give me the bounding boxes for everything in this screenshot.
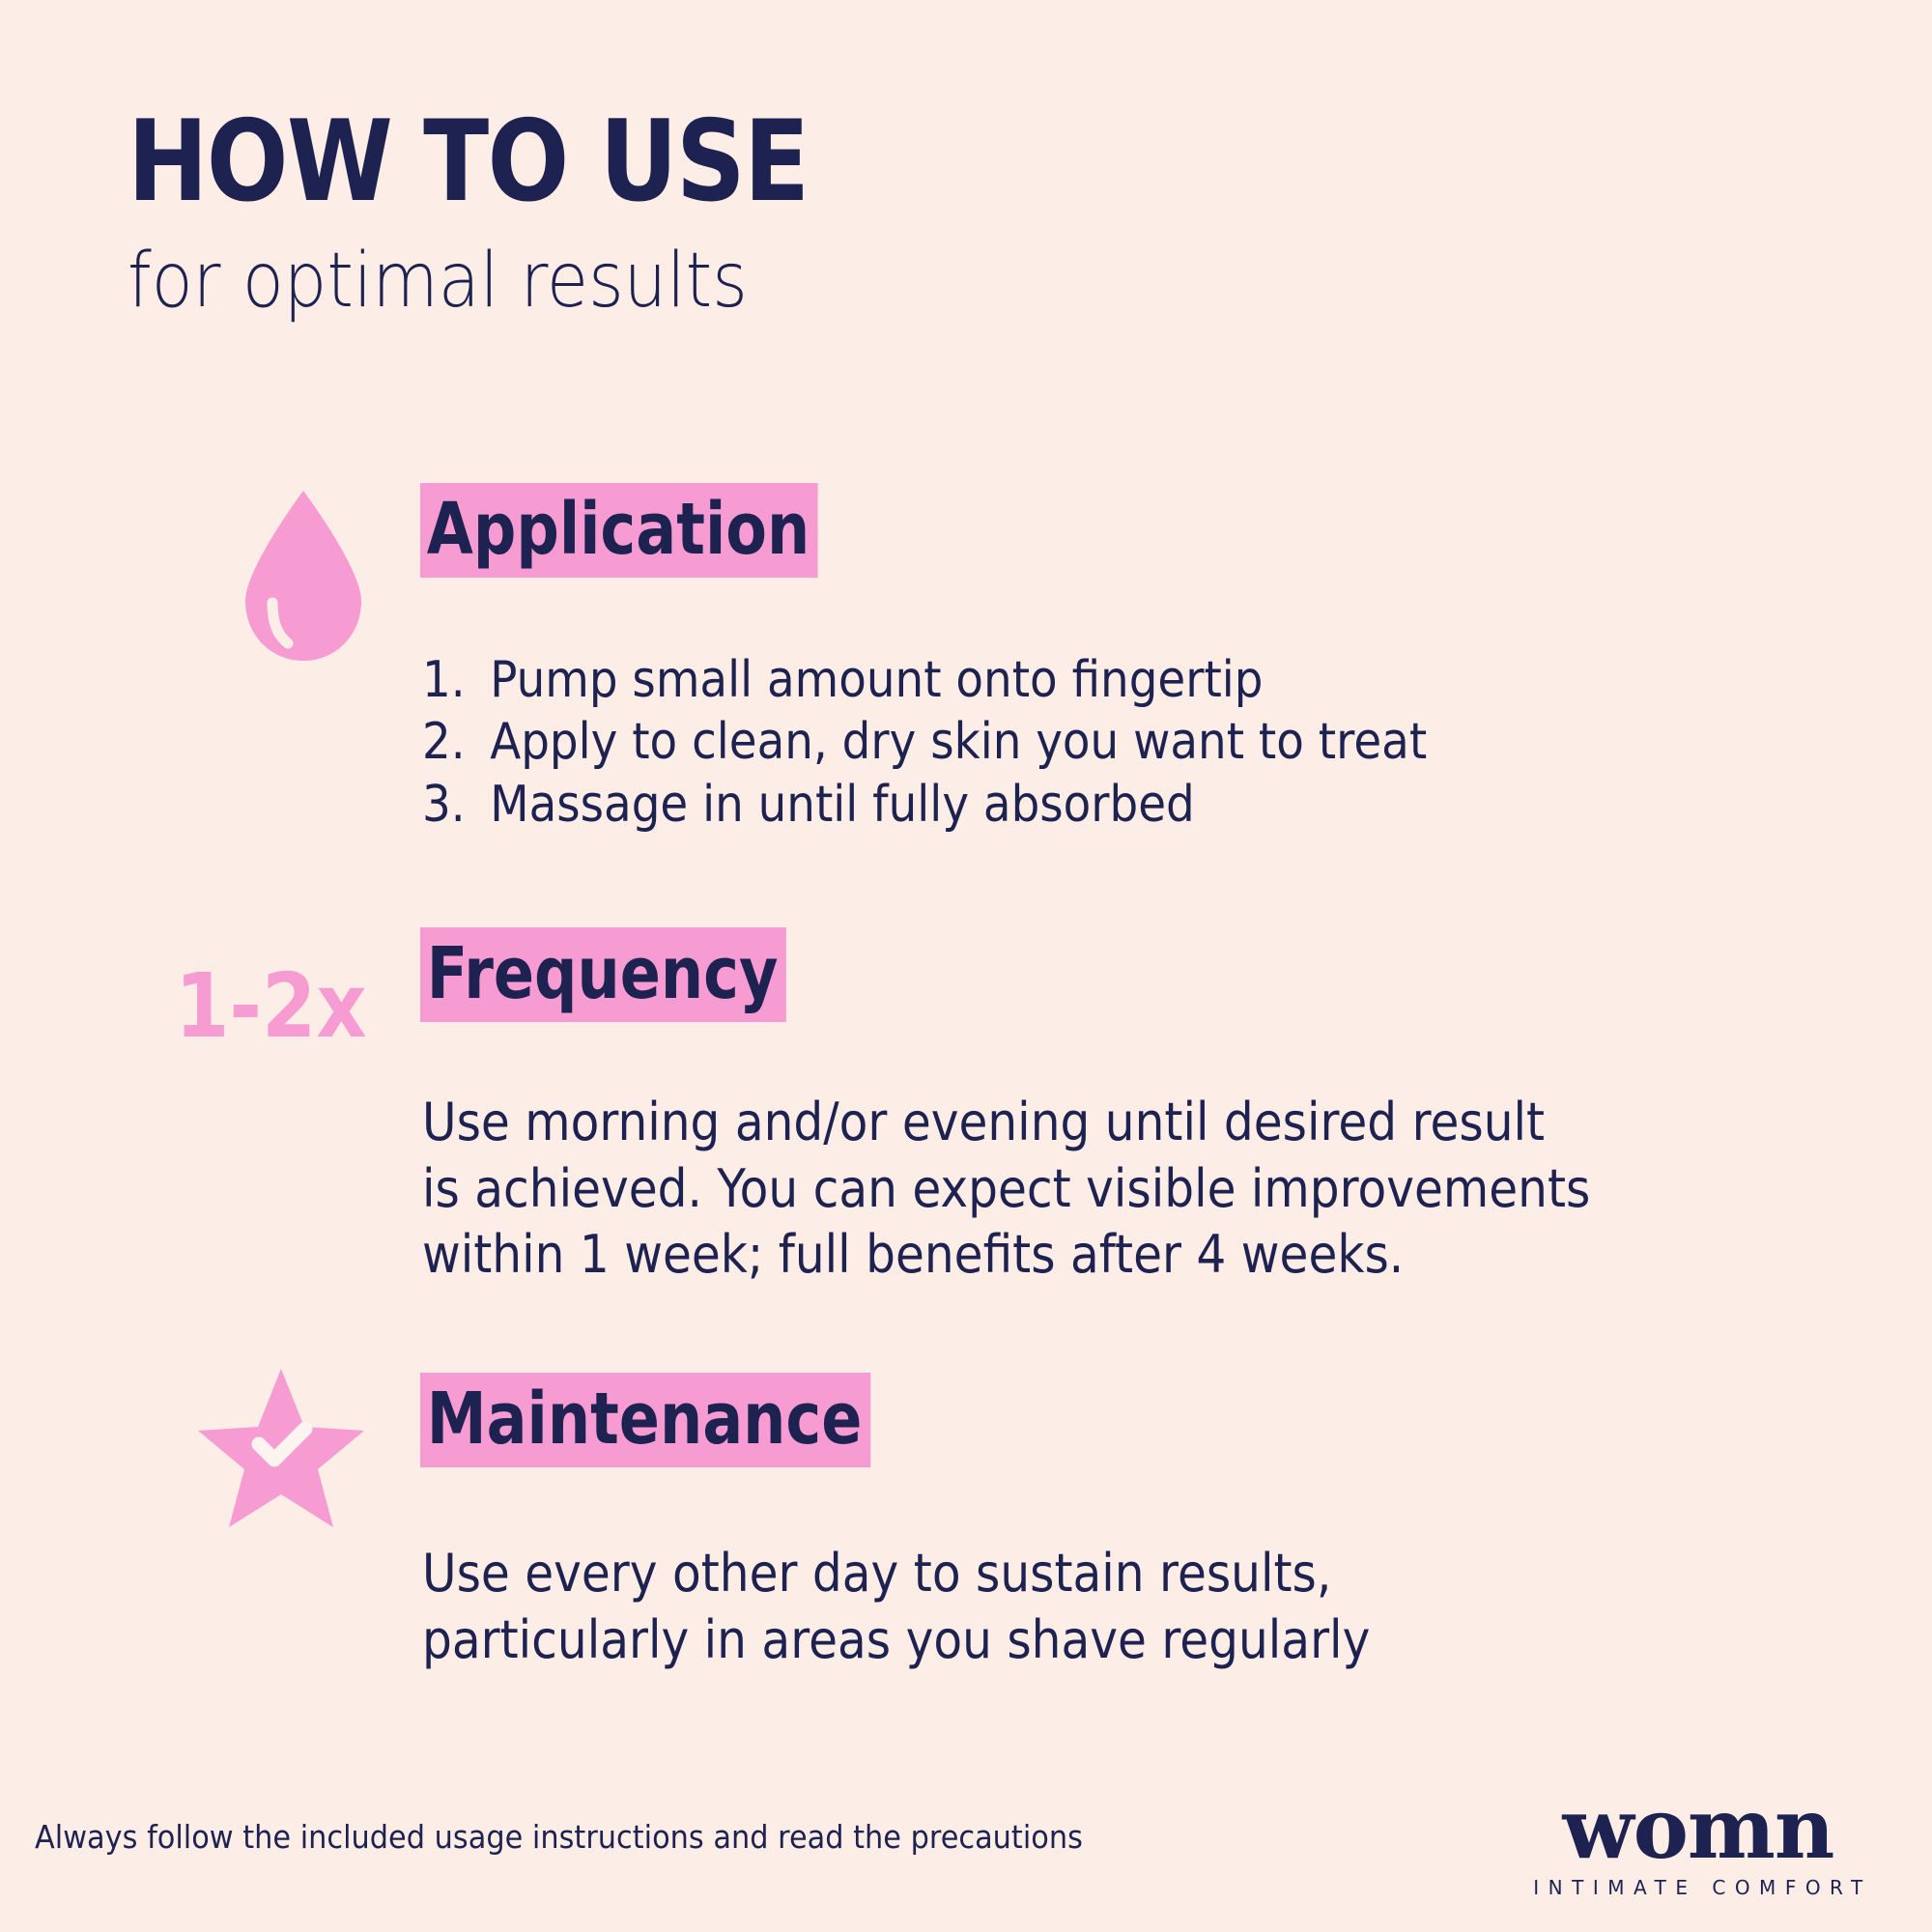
brand-logo-tagline: INTIMATE COMFORT — [1533, 1876, 1872, 1900]
frequency-body: Use morning and/or evening until desired… — [422, 1090, 1720, 1289]
step-number: 2. — [422, 713, 466, 772]
frequency-icon-slot: 1-2x — [0, 927, 367, 1121]
step-text: Apply to clean, dry skin you want to tre… — [490, 713, 1428, 772]
application-icon-slot — [126, 483, 367, 676]
frequency-heading: Frequency — [420, 927, 786, 1022]
paragraph-line: Use every other day to sustain results, — [422, 1543, 1332, 1604]
step-number: 1. — [422, 651, 466, 709]
maintenance-body: Use every other day to sustain results, … — [422, 1541, 1475, 1673]
paragraph-line: within 1 week; full benefits after 4 wee… — [422, 1224, 1405, 1286]
list-item: 2. Apply to clean, dry skin you want to … — [422, 711, 1427, 773]
page-subtitle: for optimal results — [128, 238, 748, 325]
paragraph-line: particularly in areas you shave regularl… — [422, 1608, 1371, 1670]
brand-logo: womn INTIMATE COMFORT — [1505, 1780, 1891, 1900]
application-heading-wrap: Application — [420, 483, 894, 578]
star-check-icon — [198, 1369, 364, 1527]
maintenance-heading: Maintenance — [420, 1373, 870, 1467]
application-body: 1. Pump small amount onto fingertip 2. A… — [422, 649, 1539, 836]
maintenance-heading-wrap: Maintenance — [420, 1373, 956, 1467]
step-text: Pump small amount onto fingertip — [490, 651, 1264, 709]
frequency-badge: 1-2x — [175, 954, 367, 1058]
header: HOW TO USE for optimal results — [128, 97, 1480, 325]
application-step-list: 1. Pump small amount onto fingertip 2. A… — [422, 649, 1539, 836]
page-title: HOW TO USE — [128, 97, 810, 227]
step-text: Massage in until fully absorbed — [490, 775, 1195, 834]
brand-logo-word: womn — [1562, 1780, 1835, 1878]
paragraph-line: Use morning and/or evening until desired… — [422, 1092, 1546, 1152]
application-heading: Application — [420, 483, 818, 578]
frequency-heading-wrap: Frequency — [420, 927, 856, 1022]
paragraph-line: is achieved. You can expect visible impr… — [422, 1157, 1591, 1219]
maintenance-icon-slot — [126, 1365, 367, 1558]
step-number: 3. — [422, 775, 466, 834]
list-item: 3. Massage in until fully absorbed — [422, 774, 1427, 836]
footer-disclaimer: Always follow the included usage instruc… — [35, 1818, 1083, 1856]
maintenance-paragraph: Use every other day to sustain results, … — [422, 1541, 1370, 1673]
frequency-paragraph: Use morning and/or evening until desired… — [422, 1090, 1590, 1289]
list-item: 1. Pump small amount onto fingertip — [422, 649, 1427, 711]
droplet-icon — [245, 491, 361, 661]
